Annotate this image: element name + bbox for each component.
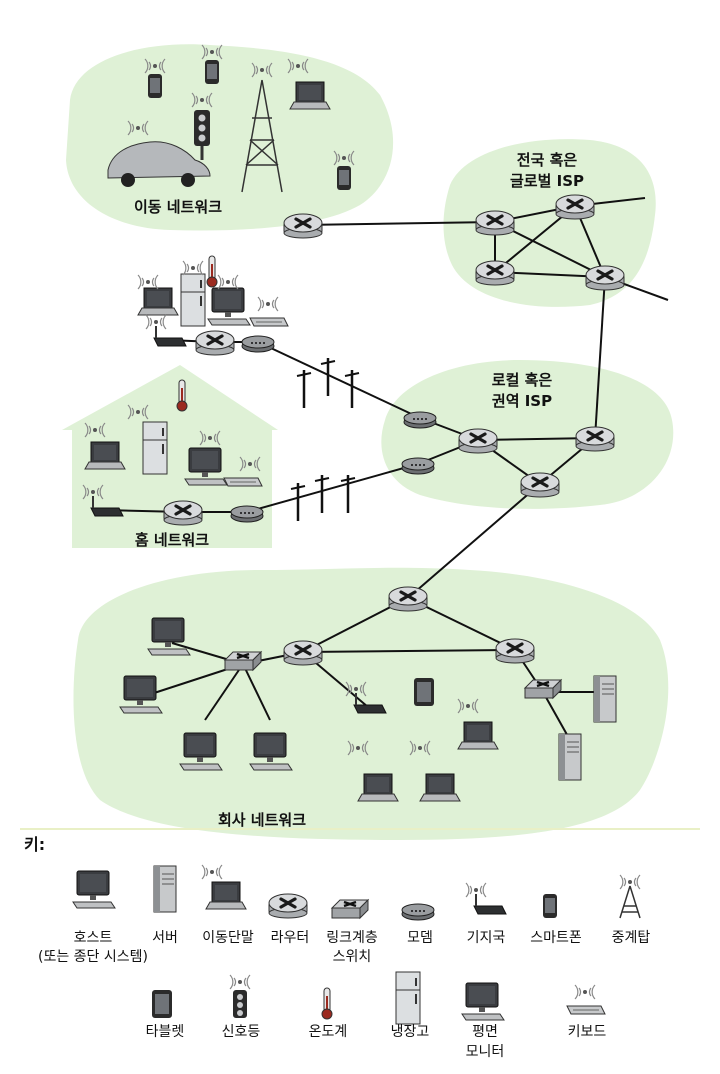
link-layer-switch: [523, 678, 563, 700]
key-title: 키:: [24, 835, 45, 854]
flat-monitor-icon: [461, 982, 505, 1021]
global-isp-label-line2: 글로벌 ISP: [510, 172, 584, 190]
router: [282, 212, 324, 240]
legend-label: 모뎀: [407, 930, 433, 946]
legend-label: 서버: [152, 930, 178, 946]
modem: [230, 505, 264, 523]
router: [194, 329, 236, 357]
router: [282, 639, 324, 667]
legend-label: 냉장고: [391, 1024, 430, 1040]
router: [574, 425, 616, 453]
home-network-region: [62, 365, 278, 548]
keyboard-icon: [566, 1005, 606, 1015]
global-isp-label-line1: 전국 혹은: [517, 151, 578, 169]
legend-label: 스마트폰: [530, 930, 582, 946]
local-isp-label-line1: 로컬 혹은: [492, 371, 553, 389]
mobile-network-label: 이동 네트워크: [134, 198, 222, 216]
home-network-label: 홈 네트워크: [135, 531, 209, 549]
router: [474, 259, 516, 287]
legend-label: 기지국: [467, 930, 506, 946]
legend-label: 중계탑: [612, 930, 651, 946]
legend-label: 신호등: [222, 1024, 261, 1040]
mobile-network-devices: [107, 44, 355, 193]
link-layer-switch-icon: [330, 898, 370, 920]
router: [474, 209, 516, 237]
router-icon: [267, 892, 309, 920]
legend-label: 모니터: [466, 1044, 505, 1060]
legend-label: 온도계: [309, 1024, 348, 1040]
legend-label: 이동단말: [202, 930, 254, 946]
key-row-1-labels: 호스트 (또는 종단 시스템) 서버 이동단말 라우터 링크계층 스위치 모뎀 …: [38, 930, 650, 965]
legend-label: 호스트: [74, 930, 113, 946]
legend-label: 스위치: [333, 949, 372, 965]
router: [519, 471, 561, 499]
router: [162, 499, 204, 527]
legend-label: 타블렛: [146, 1024, 185, 1040]
legend-label: 라우터: [271, 930, 310, 946]
tablet-icon: [152, 990, 172, 1018]
legend-label: 키보드: [568, 1024, 607, 1040]
local-isp-region: [381, 360, 674, 509]
traffic-light-icon: [229, 974, 251, 1018]
thermometer-icon: [321, 987, 333, 1020]
modem: [241, 335, 275, 353]
legend-label: 링크계층: [326, 930, 378, 946]
modem: [403, 411, 437, 429]
router: [387, 585, 429, 613]
refrigerator-icon: [395, 971, 421, 1025]
mobile-network-region: [66, 44, 394, 231]
local-isp-label-line2: 권역 ISP: [492, 392, 552, 410]
router: [457, 427, 499, 455]
enterprise-network-label: 회사 네트워크: [218, 811, 306, 829]
desktop-host-icon: [72, 870, 116, 909]
legend-label: (또는 종단 시스템): [38, 949, 148, 965]
server-icon: [153, 865, 177, 913]
smartphone-icon: [543, 894, 557, 918]
base-station-icon: [466, 883, 506, 914]
router: [584, 264, 626, 292]
mobile-laptop-icon: [205, 881, 247, 910]
legend-label: 평면: [472, 1024, 498, 1040]
cell-tower-icon: [619, 874, 641, 919]
key-row-2-labels: 타블렛 신호등 온도계 냉장고 평면 모니터 키보드: [146, 1024, 607, 1060]
link-layer-switch: [223, 650, 263, 672]
router: [554, 193, 596, 221]
enterprise-network-region: [73, 567, 669, 840]
modem-icon: [401, 903, 435, 921]
router: [494, 637, 536, 665]
modem: [401, 457, 435, 475]
